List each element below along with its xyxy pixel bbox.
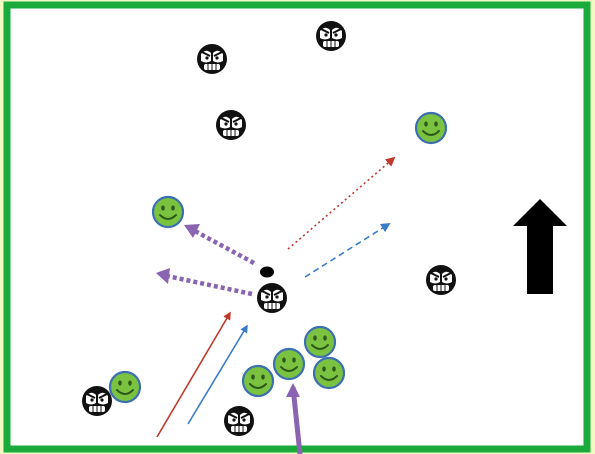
angry-face-icon — [315, 20, 347, 52]
purple-run-arrowhead — [286, 383, 300, 397]
smiley-face-icon — [303, 325, 337, 359]
pass-option-lower-arrow — [166, 273, 253, 297]
red-run-arrow — [156, 311, 231, 438]
field-boundary — [3, 1, 591, 453]
red-option-arrow — [287, 156, 396, 250]
blue-run-arrow — [187, 324, 248, 425]
purple-run-arrow — [290, 386, 303, 454]
blue-option-arrow — [304, 222, 391, 278]
ball-icon — [260, 266, 274, 278]
pass-option-upper-arrow — [191, 228, 256, 265]
smiley-face-icon — [312, 356, 346, 390]
angry-face-icon — [256, 282, 288, 314]
angry-face-icon — [81, 385, 113, 417]
angry-face-icon — [196, 43, 228, 75]
angry-face-icon — [223, 405, 255, 437]
pass-option-lower-arrowhead — [156, 268, 170, 284]
smiley-face-icon — [272, 347, 306, 381]
angry-face-icon — [425, 264, 457, 296]
smiley-face-icon — [241, 364, 275, 398]
smiley-face-icon — [414, 111, 448, 145]
pass-option-upper-arrowhead — [184, 224, 200, 238]
smiley-face-icon — [108, 370, 142, 404]
up-arrow-icon — [513, 199, 567, 294]
angry-face-icon — [215, 109, 247, 141]
smiley-face-icon — [151, 195, 185, 229]
